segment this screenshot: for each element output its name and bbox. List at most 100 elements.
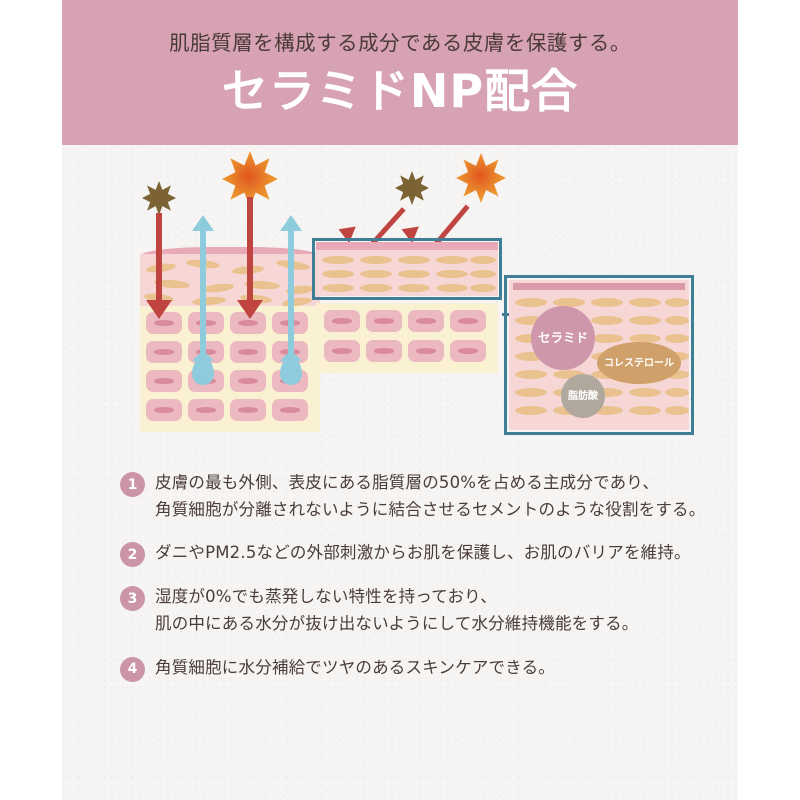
keratinocyte-cell <box>366 340 402 362</box>
header-subtitle: 肌脂質層を構成する成分である皮膚を保護する。 <box>169 31 631 55</box>
skin-diagram: セラミド コレステロール 脂肪酸 <box>62 145 738 465</box>
lipid-oval <box>470 256 496 264</box>
benefit-number-badge: 1 <box>120 472 145 497</box>
list-item: 4 角質細胞に水分補給でツヤのあるスキンケアできる。 <box>62 655 738 682</box>
lipid-oval <box>515 352 547 361</box>
penetration-arrow-down <box>247 197 253 303</box>
lipid-oval <box>665 388 689 397</box>
keratinocyte-cell <box>230 399 266 421</box>
benefit-text: ダニやPM2.5などの外部刺激からお肌を保護し、お肌のバリアを維持。 <box>155 543 691 563</box>
lipid-oval <box>470 284 496 292</box>
list-item: 3 湿度が0%でも蒸発しない特性を持っており、 肌の中にある水分が抜け出ないよう… <box>62 584 738 637</box>
lipid-oval <box>515 370 547 379</box>
keratinocyte-cell <box>408 310 444 332</box>
keratinocyte-cell <box>450 310 486 332</box>
pollutant-burst-icon <box>142 181 176 215</box>
lipid-oval <box>398 270 430 278</box>
benefit-text: 湿度が0%でも蒸発しない特性を持っており、 肌の中にある水分が抜け出ないようにし… <box>155 587 639 633</box>
page-title: セラミドNP配合 <box>221 64 579 118</box>
moisture-loss-arrow-up <box>200 229 206 384</box>
lipid-oval <box>360 270 392 278</box>
lipid-oval <box>629 388 661 397</box>
water-droplet-icon <box>192 357 214 385</box>
lipid-oval <box>629 316 661 325</box>
moisture-loss-arrow-head <box>280 215 302 231</box>
detail-lipid-layer: セラミド コレステロール 脂肪酸 <box>509 280 689 430</box>
lipid-oval <box>191 295 227 307</box>
benefit-number-badge: 3 <box>120 586 145 612</box>
lipid-oval <box>398 284 430 292</box>
keratinocyte-cell <box>146 370 182 392</box>
lipid-oval <box>665 406 689 415</box>
panel-protected-skin <box>312 145 522 435</box>
keratinocyte-cell <box>230 341 266 363</box>
list-item: 1 皮膚の最も外側、表皮にある脂質層の50%を占める主成分であり、 角質細胞が分… <box>62 470 738 523</box>
list-item: 2 ダニやPM2.5などの外部刺激からお肌を保護し、お肌のバリアを維持。 <box>62 540 738 568</box>
keratinocyte-cell <box>450 340 486 362</box>
lipid-oval <box>436 256 468 264</box>
moisture-loss-arrow-head <box>192 215 214 231</box>
lipid-oval <box>360 284 392 292</box>
lipid-oval <box>665 334 689 343</box>
detail-outline-box <box>504 275 694 435</box>
lipid-oval <box>665 316 689 325</box>
lipid-oval <box>322 284 354 292</box>
lipid-oval <box>515 298 547 307</box>
skin-surface-line <box>513 283 685 290</box>
keratinocyte-cell <box>146 341 182 363</box>
lipid-oval <box>201 282 235 294</box>
stratum-corneum-layer <box>316 242 498 296</box>
lipid-oval <box>591 388 623 397</box>
moisture-loss-arrow-up <box>288 229 294 384</box>
keratinocyte-cell <box>188 399 224 421</box>
lipid-oval <box>553 298 585 307</box>
lipid-oval <box>665 298 689 307</box>
lipid-oval <box>515 316 547 325</box>
lipid-oval <box>629 334 661 343</box>
skin-surface-line <box>140 247 320 256</box>
lipid-oval <box>629 298 661 307</box>
keratinocyte-cell <box>272 399 308 421</box>
lipid-oval <box>470 270 496 278</box>
lipid-oval <box>553 370 585 379</box>
panel-lipid-detail: セラミド コレステロール 脂肪酸 <box>504 275 694 435</box>
ceramide-bubble: セラミド <box>531 306 595 370</box>
cholesterol-bubble: コレステロール <box>597 342 681 384</box>
keratinocyte-cell <box>188 312 224 334</box>
keratinocyte-cell <box>324 340 360 362</box>
keratinocyte-cell <box>408 340 444 362</box>
content-column: 肌脂質層を構成する成分である皮膚を保護する。 セラミドNP配合 <box>62 0 738 800</box>
lipid-oval <box>322 256 354 264</box>
keratinocyte-cell <box>230 370 266 392</box>
pollutant-burst-icon <box>395 171 429 205</box>
water-droplet-icon <box>280 357 302 385</box>
lipid-oval <box>322 270 354 278</box>
penetration-arrow-down <box>156 213 162 303</box>
lipid-oval <box>591 406 623 415</box>
skin-surface-line <box>316 242 498 250</box>
fatty-acid-bubble: 脂肪酸 <box>561 374 605 418</box>
panel-unprotected-skin <box>130 145 330 435</box>
lipid-oval <box>360 256 392 264</box>
benefit-number-badge: 2 <box>120 542 145 568</box>
uv-sun-burst-icon <box>456 153 506 203</box>
lipid-oval <box>591 316 623 325</box>
lipid-oval <box>436 270 468 278</box>
lipid-oval <box>398 256 430 264</box>
barrier-highlight-box <box>312 238 502 300</box>
penetration-arrow-head <box>237 300 263 319</box>
penetration-arrow-head <box>146 300 172 319</box>
benefit-text: 皮膚の最も外側、表皮にある脂質層の50%を占める主成分であり、 角質細胞が分離さ… <box>155 473 706 519</box>
epidermis-layer <box>316 303 498 373</box>
lipid-oval <box>515 406 547 415</box>
keratinocyte-cell <box>146 399 182 421</box>
header-band: 肌脂質層を構成する成分である皮膚を保護する。 セラミドNP配合 <box>62 0 738 145</box>
benefits-list: 1 皮膚の最も外側、表皮にある脂質層の50%を占める主成分であり、 角質細胞が分… <box>62 470 738 698</box>
lipid-oval <box>515 388 547 397</box>
lipid-oval <box>591 298 623 307</box>
lipid-oval <box>436 284 468 292</box>
benefit-text: 角質細胞に水分補給でツヤのあるスキンケアできる。 <box>155 657 555 677</box>
lipid-oval <box>591 334 623 343</box>
lipid-oval <box>665 370 689 379</box>
